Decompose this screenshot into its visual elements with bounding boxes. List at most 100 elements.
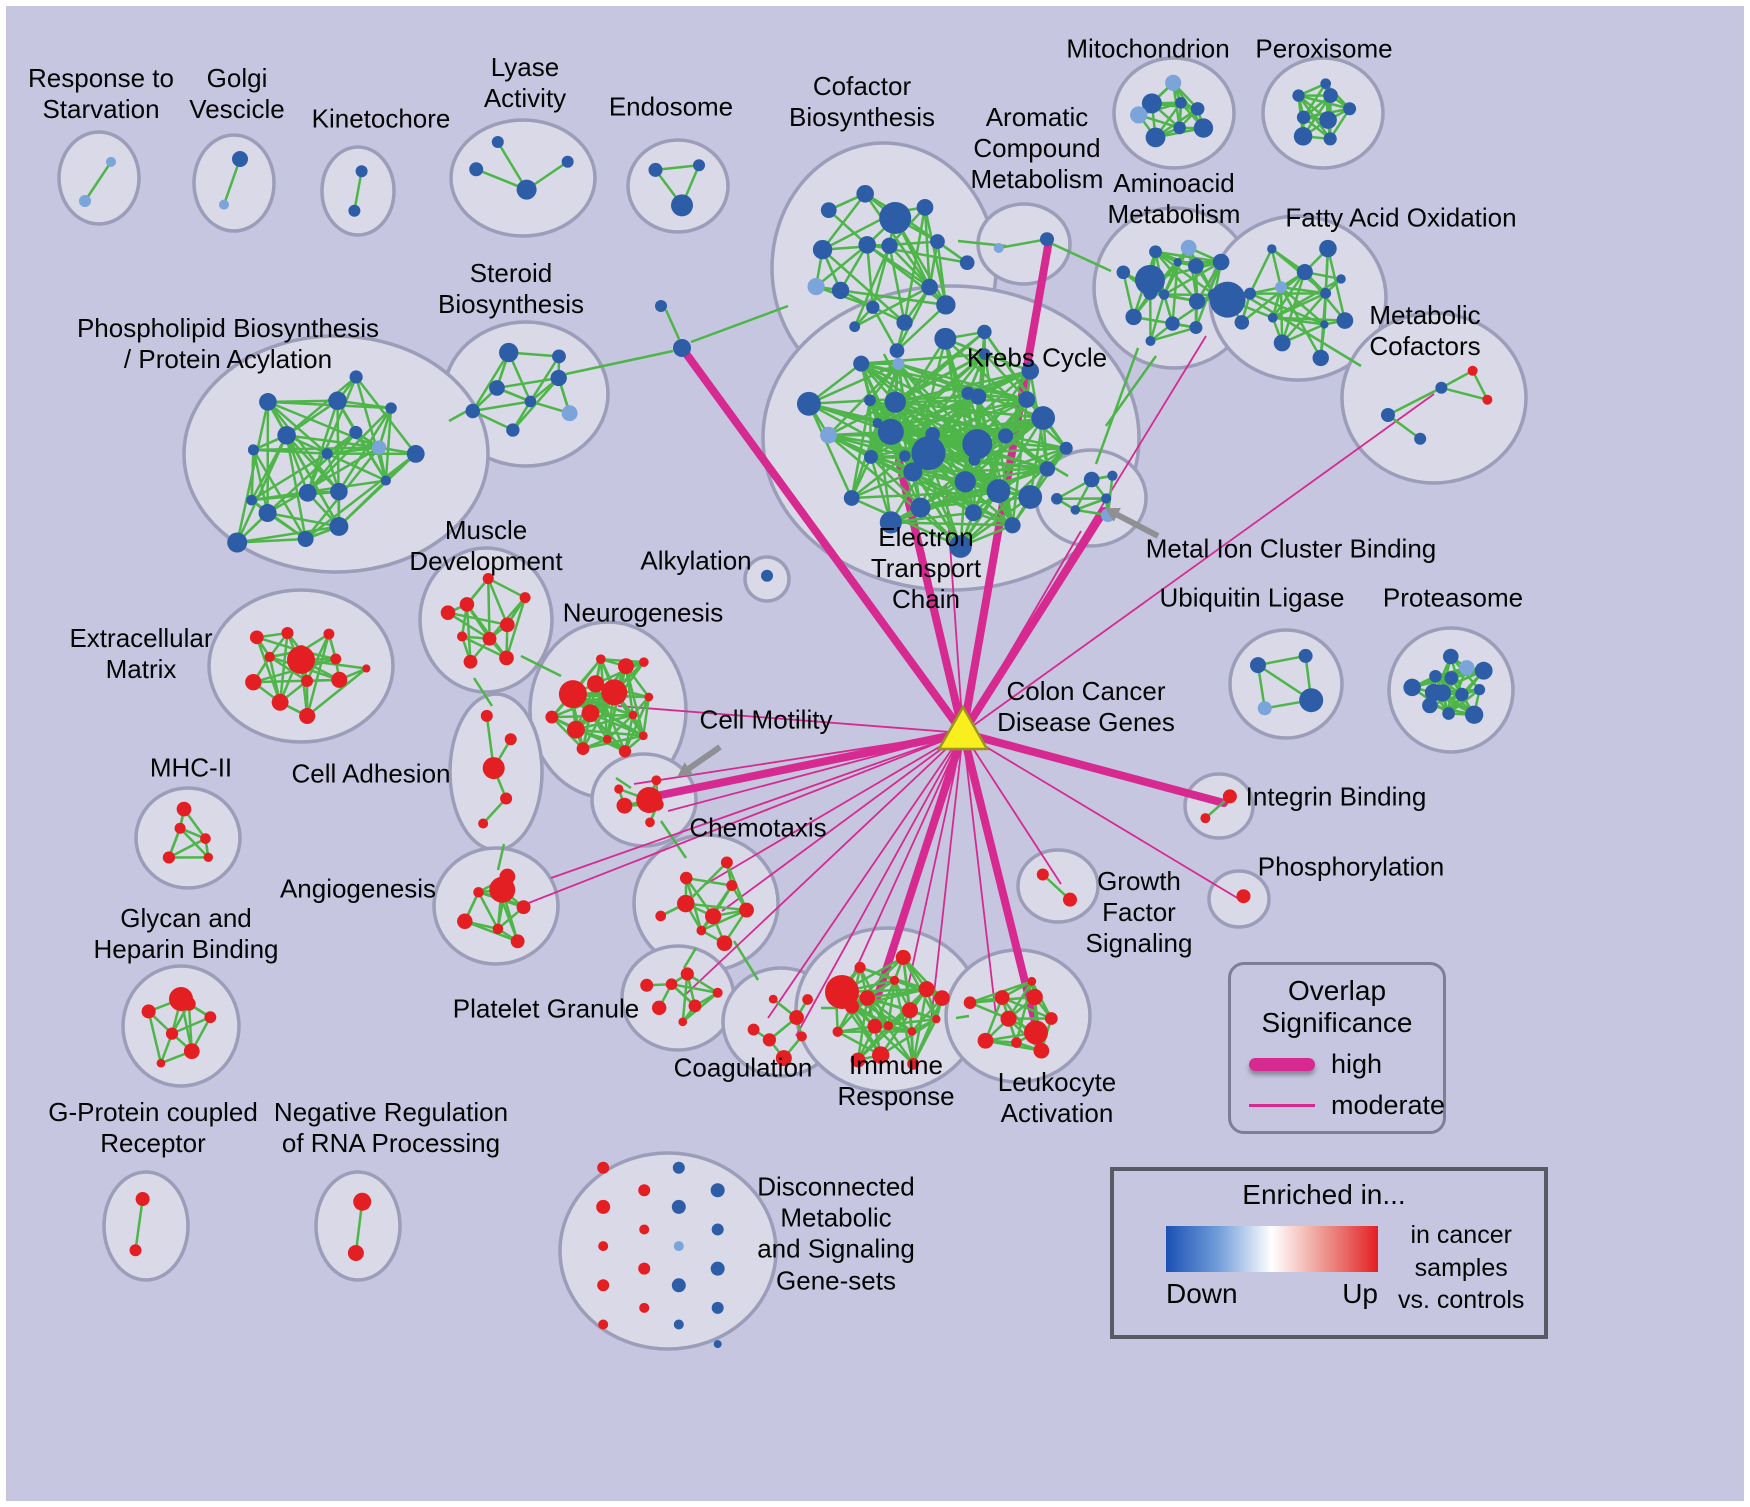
gene-set-node	[856, 184, 874, 203]
gene-set-node	[362, 664, 371, 673]
gene-set-node	[249, 630, 264, 645]
overlap-edge-high	[652, 729, 967, 800]
gene-set-node	[959, 255, 975, 270]
gene-set-node	[994, 990, 1010, 1005]
gene-set-node	[638, 1262, 651, 1275]
gene-set-node	[1298, 648, 1313, 663]
inter-cluster-edge	[520, 654, 562, 678]
gene-set-edge	[1154, 250, 1216, 297]
gene-set-node	[598, 1241, 609, 1252]
gene-set-node	[1482, 394, 1493, 405]
gene-set-node	[934, 990, 950, 1006]
gene-set-node	[232, 151, 248, 167]
gene-set-edge	[465, 604, 472, 662]
gene-set-edge	[868, 400, 873, 457]
gene-set-node	[1070, 505, 1081, 515]
gene-set-node	[1222, 789, 1237, 804]
gene-set-node	[889, 975, 900, 985]
gene-set-edge	[1248, 248, 1273, 295]
gene-set-edge	[1270, 248, 1283, 288]
gene-set-node	[1296, 110, 1311, 125]
gene-set-edge	[487, 577, 526, 599]
gene-set-node	[1320, 287, 1332, 299]
gene-set-node	[1267, 312, 1278, 323]
overlap-edge-high	[678, 344, 967, 737]
gene-set-node	[1459, 660, 1475, 676]
legend-enriched-body: Down Up in cancer samples vs. controls	[1114, 1219, 1544, 1317]
gene-set-node	[903, 462, 923, 482]
gene-set-node	[710, 1261, 725, 1276]
gene-set-node	[1473, 684, 1486, 696]
gene-set-node	[1273, 334, 1291, 352]
gene-set-node	[671, 1199, 686, 1214]
gene-set-node	[348, 204, 361, 217]
gene-set-node	[1165, 316, 1180, 331]
gene-set-edge	[876, 422, 893, 523]
gene-set-node	[673, 339, 691, 357]
gene-set-edge	[808, 362, 899, 405]
gene-set-edge	[854, 285, 931, 328]
gene-set-node	[500, 792, 513, 805]
cluster-ellipse-angiogenesis	[432, 846, 560, 966]
overlap-edge-moderate	[845, 732, 964, 992]
gene-set-node	[465, 403, 481, 419]
gene-set-edge	[266, 446, 380, 515]
gene-set-edge	[1001, 996, 1052, 1020]
gene-set-edge	[1155, 250, 1222, 264]
gene-set-node	[1000, 1010, 1017, 1027]
gene-set-node	[330, 653, 342, 665]
overlap-edge-high	[959, 729, 1228, 807]
cluster-ellipse-g-protein-coupled-receptor	[102, 1170, 190, 1282]
gene-set-edge	[890, 369, 1031, 434]
gene-set-node	[1312, 349, 1329, 367]
gene-set-edge	[354, 376, 388, 481]
gene-set-node	[849, 321, 861, 333]
gene-set-node	[614, 784, 624, 794]
gene-set-edge	[253, 678, 340, 684]
gene-set-node	[298, 483, 317, 502]
cluster-ellipse-endosome	[626, 138, 730, 234]
gene-set-node	[638, 1184, 651, 1197]
gene-set-edge	[686, 876, 733, 887]
gene-set-node	[911, 436, 946, 471]
gene-set-node	[596, 1199, 611, 1214]
inter-cluster-edge	[1094, 347, 1140, 465]
gene-set-node	[901, 1002, 918, 1019]
gene-set-edge	[1249, 292, 1325, 326]
gene-set-edge	[873, 979, 896, 1027]
gene-set-node	[259, 393, 277, 411]
enrichment-gradient-bar	[1166, 1225, 1378, 1272]
gene-set-node	[710, 1183, 725, 1198]
gene-set-edge	[923, 207, 948, 306]
gene-set-edge	[1271, 271, 1306, 319]
cluster-ellipse-glycan-heparin-binding	[121, 964, 241, 1088]
gene-set-node	[820, 426, 837, 444]
gene-set-edge	[821, 193, 867, 251]
gene-set-edge	[1154, 250, 1199, 303]
gene-set-node	[892, 357, 905, 370]
gene-set-node	[1267, 244, 1277, 254]
gene-set-node	[482, 572, 494, 585]
overlap-edge-moderate	[705, 732, 964, 885]
gene-set-node	[299, 707, 316, 725]
overlap-edge-moderate	[962, 732, 1240, 900]
gene-set-edge	[1149, 294, 1166, 342]
gene-set-node	[1424, 683, 1443, 702]
gene-set-edge	[821, 248, 906, 324]
gene-set-node	[961, 386, 975, 400]
gene-set-node	[524, 395, 537, 408]
gene-set-node	[949, 535, 972, 558]
gene-set-node	[478, 818, 489, 829]
gene-set-edge	[944, 337, 1068, 450]
gene-set-node	[1275, 281, 1287, 294]
gene-set-node	[858, 236, 876, 254]
gene-set-node	[910, 497, 931, 518]
legend-overlap-significance: Overlap Significance high moderate	[1228, 962, 1446, 1134]
inter-cluster-edge	[1045, 239, 1112, 273]
inter-cluster-edge	[732, 940, 760, 981]
overlap-edge-high	[872, 729, 967, 1005]
gene-set-node	[1180, 239, 1197, 256]
gene-set-node	[1044, 1012, 1058, 1025]
gene-set-node	[1063, 892, 1077, 907]
gene-set-node	[881, 237, 898, 254]
